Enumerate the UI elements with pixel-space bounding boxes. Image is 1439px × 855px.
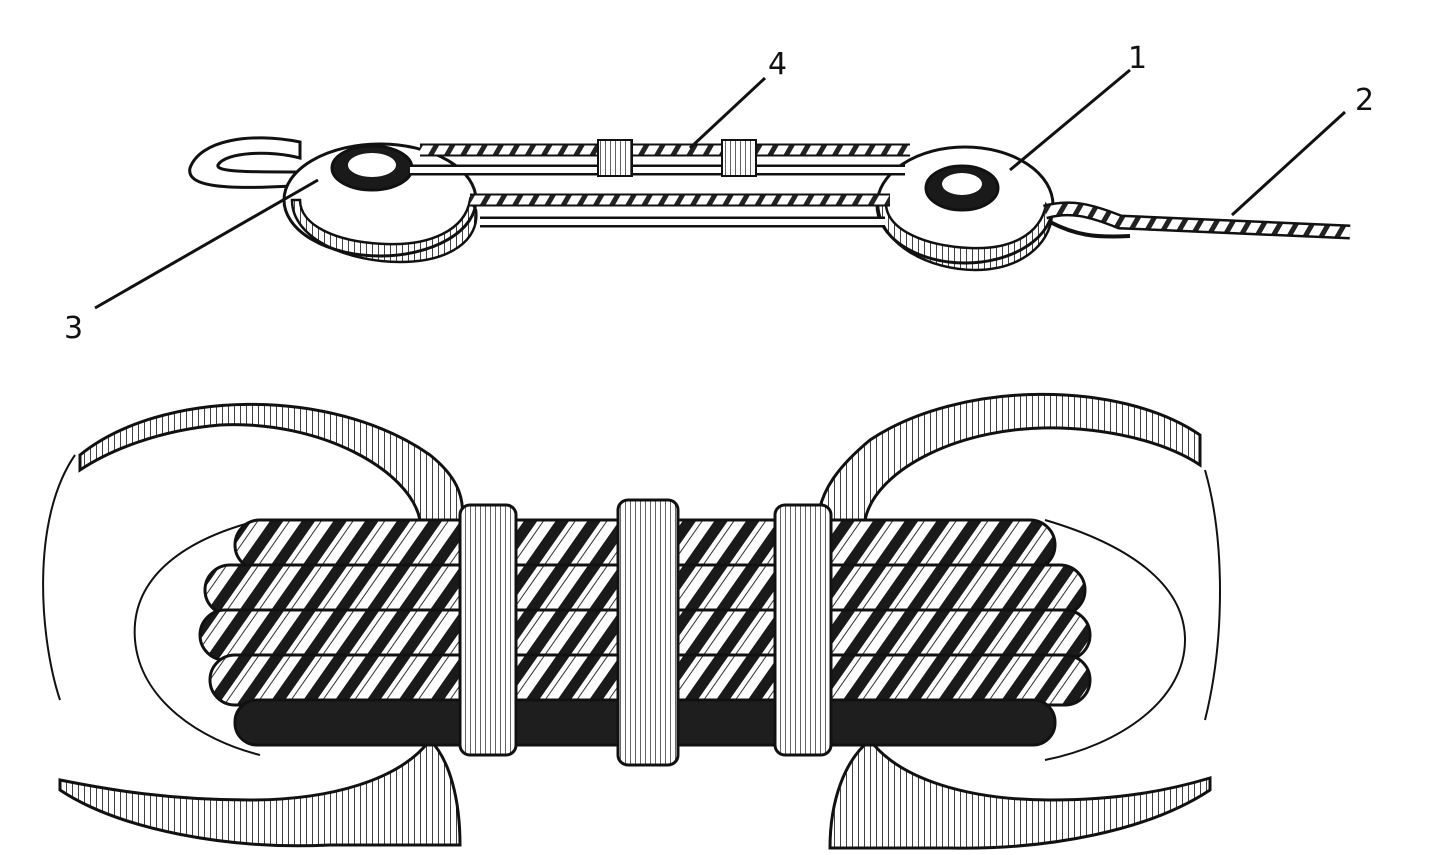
leader-line-1 — [1009, 68, 1131, 172]
leader-line-3 — [94, 178, 319, 310]
callout-4: 4 — [768, 47, 787, 82]
strop-legs — [410, 143, 910, 228]
seizing-top-left — [597, 139, 633, 177]
callout-2: 2 — [1355, 83, 1374, 118]
left-thimble — [282, 142, 478, 264]
callout-3: 3 — [64, 311, 83, 346]
rope-tail — [1042, 201, 1351, 240]
seizing-top-right — [721, 139, 757, 177]
callout-1: 1 — [1128, 41, 1147, 76]
seizing-right — [773, 503, 833, 757]
seizing-center — [616, 498, 680, 767]
hook-tongue — [188, 136, 302, 189]
top-figure-strop: 4 1 2 3 — [64, 41, 1374, 346]
leader-line-2 — [1230, 110, 1347, 217]
leader-line-4 — [688, 76, 767, 150]
bottom-figure-detail — [42, 392, 1221, 850]
seizing-left — [458, 503, 518, 757]
